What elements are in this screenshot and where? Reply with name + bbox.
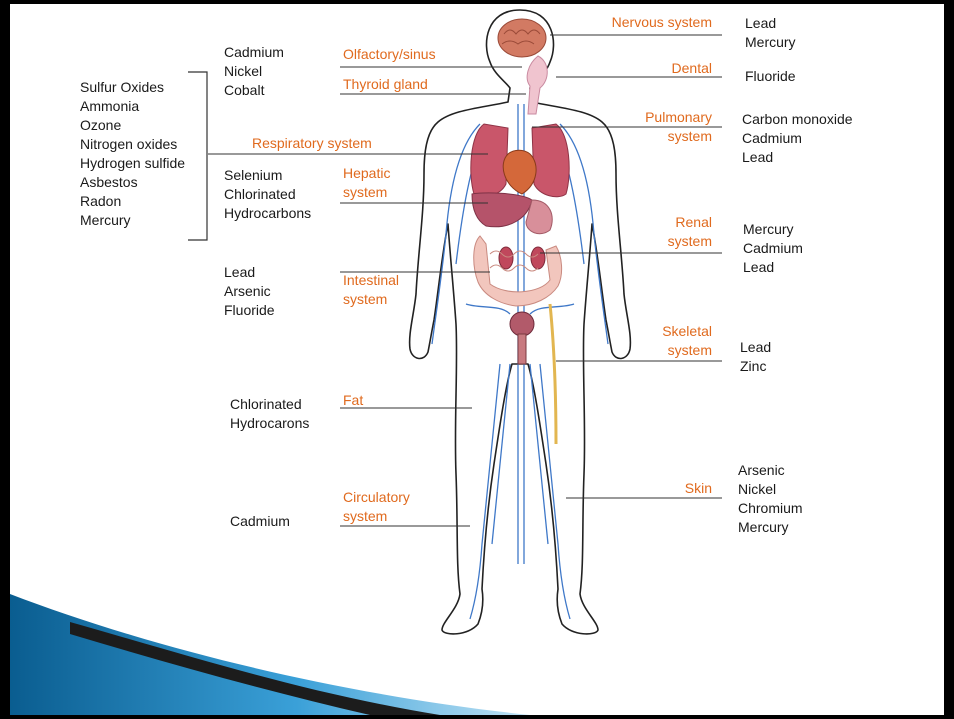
fat-chemicals: Chlorinated Hydrocarons	[230, 395, 309, 433]
dental-label: Dental	[570, 59, 712, 78]
slide: Cadmium Nickel Cobalt Sulfur Oxides Ammo…	[10, 4, 944, 715]
hepatic-chemicals: Selenium Chlorinated Hydrocarbons	[224, 166, 311, 223]
dental-chemicals: Fluoride	[745, 67, 796, 86]
olfactory-chemicals: Cadmium Nickel Cobalt	[224, 43, 284, 100]
hepatic-system-label: Hepatic system	[343, 164, 390, 202]
skin-chemicals: Arsenic Nickel Chromium Mercury	[738, 461, 803, 537]
brain-organ	[498, 19, 546, 57]
skeletal-system-label: Skeletal system	[570, 322, 712, 360]
respiratory-system-label: Respiratory system	[252, 134, 372, 153]
pulmonary-system-label: Pulmonary system	[570, 108, 712, 146]
nervous-chemicals: Lead Mercury	[745, 14, 796, 52]
skeletal-chemicals: Lead Zinc	[740, 338, 771, 376]
circulatory-system-label: Circulatory system	[343, 488, 410, 526]
intestinal-chemicals: Lead Arsenic Fluoride	[224, 263, 275, 320]
renal-chemicals: Mercury Cadmium Lead	[743, 220, 803, 277]
nervous-system-label: Nervous system	[570, 13, 712, 32]
olfactory-system-label: Olfactory/sinus	[343, 45, 436, 64]
intestinal-system-label: Intestinal system	[343, 271, 399, 309]
respiratory-chemicals: Sulfur Oxides Ammonia Ozone Nitrogen oxi…	[80, 78, 185, 230]
skin-label: Skin	[570, 479, 712, 498]
thyroid-gland-label: Thyroid gland	[343, 75, 428, 94]
respiratory-chemicals-bracket	[188, 72, 207, 240]
circulatory-chemicals: Cadmium	[230, 512, 290, 531]
fat-label: Fat	[343, 391, 363, 410]
pulmonary-chemicals: Carbon monoxide Cadmium Lead	[742, 110, 853, 167]
renal-system-label: Renal system	[570, 213, 712, 251]
